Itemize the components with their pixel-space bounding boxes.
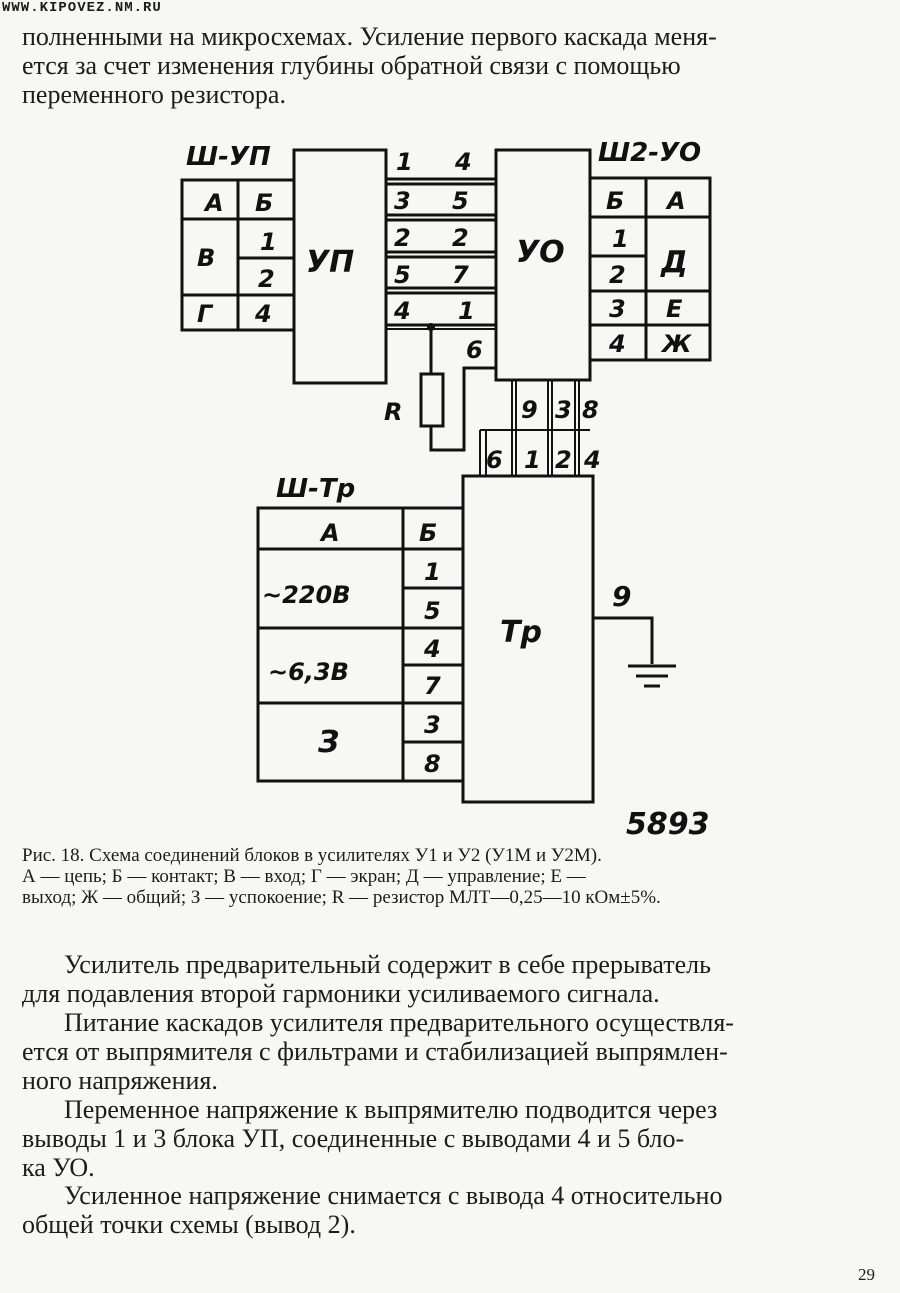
tr-block [461, 474, 595, 804]
text-line: переменного резистора. [22, 80, 286, 109]
tr-top-pin: 1 [524, 446, 541, 474]
uo-pin: 3 [609, 295, 626, 323]
text-line: полненными на микросхемах. Усиление перв… [22, 22, 717, 51]
up-uo-wires [386, 177, 496, 330]
tr-pin: 7 [424, 672, 441, 700]
tr-connector-table: А Б ~220В ~6,3В З 1 5 4 7 3 8 [256, 506, 465, 783]
connector-up-label: Ш-УП [186, 142, 271, 172]
up-block-label: УП [306, 245, 354, 280]
resistor-symbol [419, 372, 445, 428]
up-pin: 4 [254, 300, 272, 328]
ground-icon [628, 664, 676, 688]
text-line: Питание каскадов усилителя предварительн… [64, 1008, 734, 1037]
resistor-label: R [384, 398, 402, 426]
text-line: Переменное напряжение к выпрямителю подв… [64, 1095, 718, 1124]
tr-block-label: Тр [500, 615, 542, 650]
connection-diagram: Ш-УП Ш2-УО Ш-Тр А Б В Г 1 2 4 УП 1 4 3 5… [180, 138, 712, 842]
wire-pin-right: 4 [454, 148, 472, 176]
uo-label-e: Е [666, 295, 683, 323]
tr-top-pin: 4 [583, 446, 601, 474]
up-block [292, 148, 388, 385]
tr-row-label: ~220В [262, 581, 351, 609]
resistor-return-wire [429, 366, 496, 452]
wire-pin-left: 5 [394, 261, 411, 289]
up-row-g: Г [197, 300, 214, 328]
body-paragraph: Переменное напряжение к выпрямителю подв… [22, 1095, 886, 1182]
body-paragraph: Питание каскадов усилителя предварительн… [22, 1008, 886, 1095]
text-line: выводы 1 и 3 блока УП, соединенные с выв… [22, 1124, 685, 1153]
uo-bottom-pin: 9 [521, 396, 538, 424]
pin-6-label: 6 [466, 336, 483, 364]
ground-wire [593, 616, 654, 664]
uo-connector-table: Б А 1 2 3 4 Д Е Ж [588, 176, 712, 362]
uo-bottom-pin: 8 [582, 396, 599, 424]
uo-bottom-pin: 3 [555, 396, 572, 424]
tr-row-label: З [317, 725, 339, 760]
caption-line: Рис. 18. Схема соединений блоков в усили… [22, 845, 602, 866]
up-header-b: Б [255, 189, 273, 217]
uo-label-d: Д [660, 245, 688, 280]
figure-number: 5893 [626, 807, 710, 842]
text-line: ется от выпрямителя с фильтрами и стабил… [22, 1037, 728, 1066]
up-pin: 1 [260, 228, 277, 256]
uo-header-a: А [665, 187, 686, 215]
wire-pin-left: 3 [394, 187, 411, 215]
text-line: ется за счет изменения глубины обратной … [22, 51, 681, 80]
page-number: 29 [858, 1265, 875, 1284]
uo-pin: 2 [609, 261, 626, 289]
intro-paragraph: полненными на микросхемах. Усиление перв… [22, 22, 886, 109]
wire-pin-right: 7 [452, 261, 469, 289]
wire-pin-left: 2 [394, 224, 411, 252]
ground-pin-label: 9 [612, 580, 631, 613]
wire-pin-right: 1 [458, 297, 475, 325]
body-paragraph: Усилитель предварительный содержит в себ… [22, 950, 886, 1008]
tr-top-pin: 2 [555, 446, 572, 474]
up-row-v: В [197, 244, 215, 272]
text-line: для подавления второй гармоники усиливае… [22, 979, 660, 1008]
up-header-a: А [203, 189, 224, 217]
tr-pin: 3 [424, 711, 441, 739]
uo-pin: 4 [608, 330, 626, 358]
tr-pin: 1 [424, 558, 441, 586]
connector-tr-label: Ш-Тр [276, 474, 355, 504]
caption-line: А — цепь; Б — контакт; В — вход; Г — экр… [22, 866, 586, 887]
tr-row-label: ~6,3В [268, 658, 349, 686]
text-line: ного напряжения. [22, 1066, 218, 1095]
caption-line: выход; Ж — общий; З — успокоение; R — ре… [22, 887, 661, 908]
body-paragraph: Усиленное напряжение снимается с вывода … [22, 1181, 886, 1239]
uo-header-b: Б [606, 187, 624, 215]
up-pin: 2 [258, 265, 275, 293]
uo-block-label: УО [516, 235, 565, 270]
up-connector-table: А Б В Г 1 2 4 [180, 178, 296, 332]
tr-pin: 8 [424, 750, 441, 778]
tr-header-a: А [319, 519, 340, 547]
wire-pin-right: 2 [452, 224, 469, 252]
figure-caption: Рис. 18. Схема соединений блоков в усили… [22, 845, 888, 908]
uo-label-zh: Ж [660, 330, 692, 358]
tr-top-pin: 6 [486, 446, 503, 474]
uo-pin: 1 [612, 225, 629, 253]
text-line: Усилитель предварительный содержит в себ… [64, 950, 711, 979]
connector-uo-label: Ш2-УО [598, 138, 701, 168]
tr-header-b: Б [419, 519, 437, 547]
uo-tr-wires [479, 380, 590, 476]
tr-pin: 4 [423, 635, 441, 663]
text-line: Усиленное напряжение снимается с вывода … [64, 1181, 723, 1210]
wire-pin-left: 4 [393, 297, 411, 325]
text-line: ка УО. [22, 1153, 95, 1182]
wire-pin-right: 5 [452, 187, 469, 215]
text-line: общей точки схемы (вывод 2). [22, 1210, 356, 1239]
wire-pin-left: 1 [396, 148, 413, 176]
site-watermark: WWW.KIPOVEZ.NM.RU [2, 0, 162, 16]
tr-pin: 5 [424, 597, 441, 625]
